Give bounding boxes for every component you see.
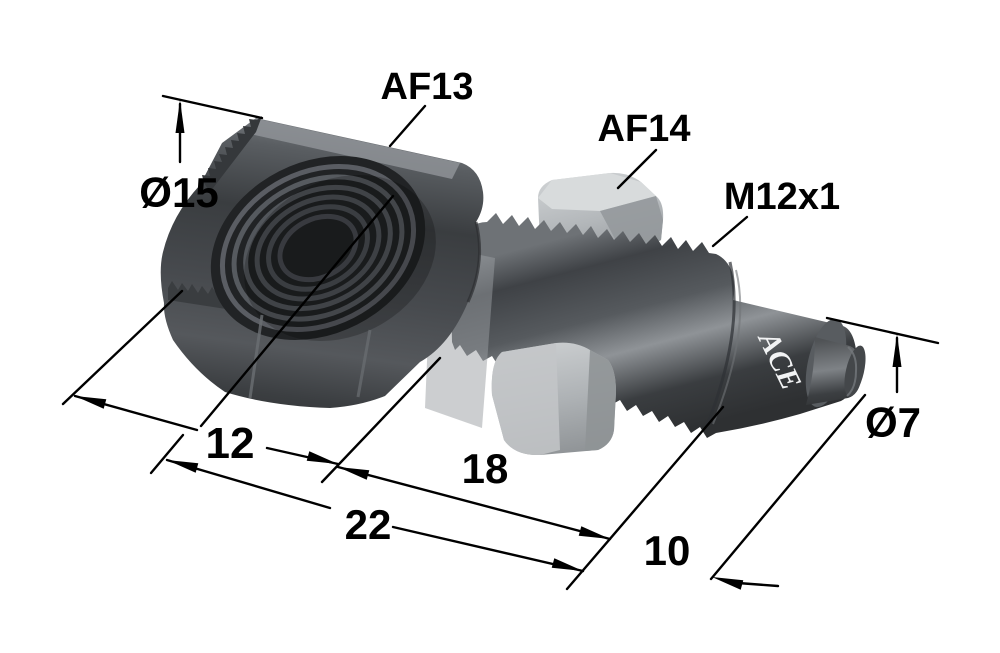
leader-line: [616, 148, 658, 190]
extension-line-rod-end: [709, 393, 867, 581]
label-length-thread: 18: [462, 445, 509, 492]
label-length-body: 22: [345, 501, 392, 548]
tangent-line-body-top: [161, 94, 264, 120]
dimension-length-rod: 10: [644, 527, 780, 590]
dimension-length-cap: 12: [73, 394, 340, 468]
arrowhead: [306, 451, 338, 464]
arrowhead: [578, 526, 610, 539]
dimension-length-body: 22: [165, 458, 585, 573]
arrowhead: [712, 577, 744, 590]
label-diameter-body: Ø15: [139, 169, 218, 216]
rear-cap: [160, 116, 484, 408]
annotations: Ø15 Ø7 12 18 2: [61, 66, 940, 591]
extension-line-cap-left: [61, 289, 184, 406]
leader-line: [388, 104, 427, 148]
callout-wrench-flat-body: AF13: [381, 66, 474, 148]
extension-line-cap-right: [199, 194, 395, 428]
arrowhead: [175, 100, 185, 133]
extension-line-body-left: [149, 433, 185, 475]
cap-knurl-top: [202, 116, 262, 192]
dimension-diameter-body: Ø15: [139, 94, 264, 216]
arrowhead: [75, 396, 107, 409]
label-af13: AF13: [381, 66, 474, 108]
arrowhead: [551, 558, 583, 571]
dimension-diameter-rod: Ø7: [825, 316, 940, 446]
callout-wrench-flat-nut: AF14: [598, 108, 691, 190]
label-length-cap: 12: [206, 419, 255, 468]
label-thread-spec: M12x1: [724, 176, 840, 218]
arrowhead: [167, 460, 199, 473]
lock-nut-bottom: [491, 342, 616, 456]
extension-line-thread-start: [320, 356, 442, 484]
label-length-rod: 10: [644, 527, 691, 574]
threaded-body-and-rod: ACE: [425, 213, 866, 438]
leader-line: [711, 215, 749, 248]
arrowhead: [338, 467, 370, 480]
dimension-length-thread: 18: [336, 445, 612, 541]
extension-line-thread-end: [565, 405, 725, 591]
label-af14: AF14: [598, 108, 691, 150]
tangent-line-rod-top: [825, 316, 940, 345]
lock-nut-top-face: [538, 173, 656, 211]
body-silhouette: [450, 213, 858, 438]
callout-thread-spec: M12x1: [711, 176, 840, 248]
arrowhead: [892, 334, 902, 367]
label-diameter-rod: Ø7: [865, 399, 921, 446]
